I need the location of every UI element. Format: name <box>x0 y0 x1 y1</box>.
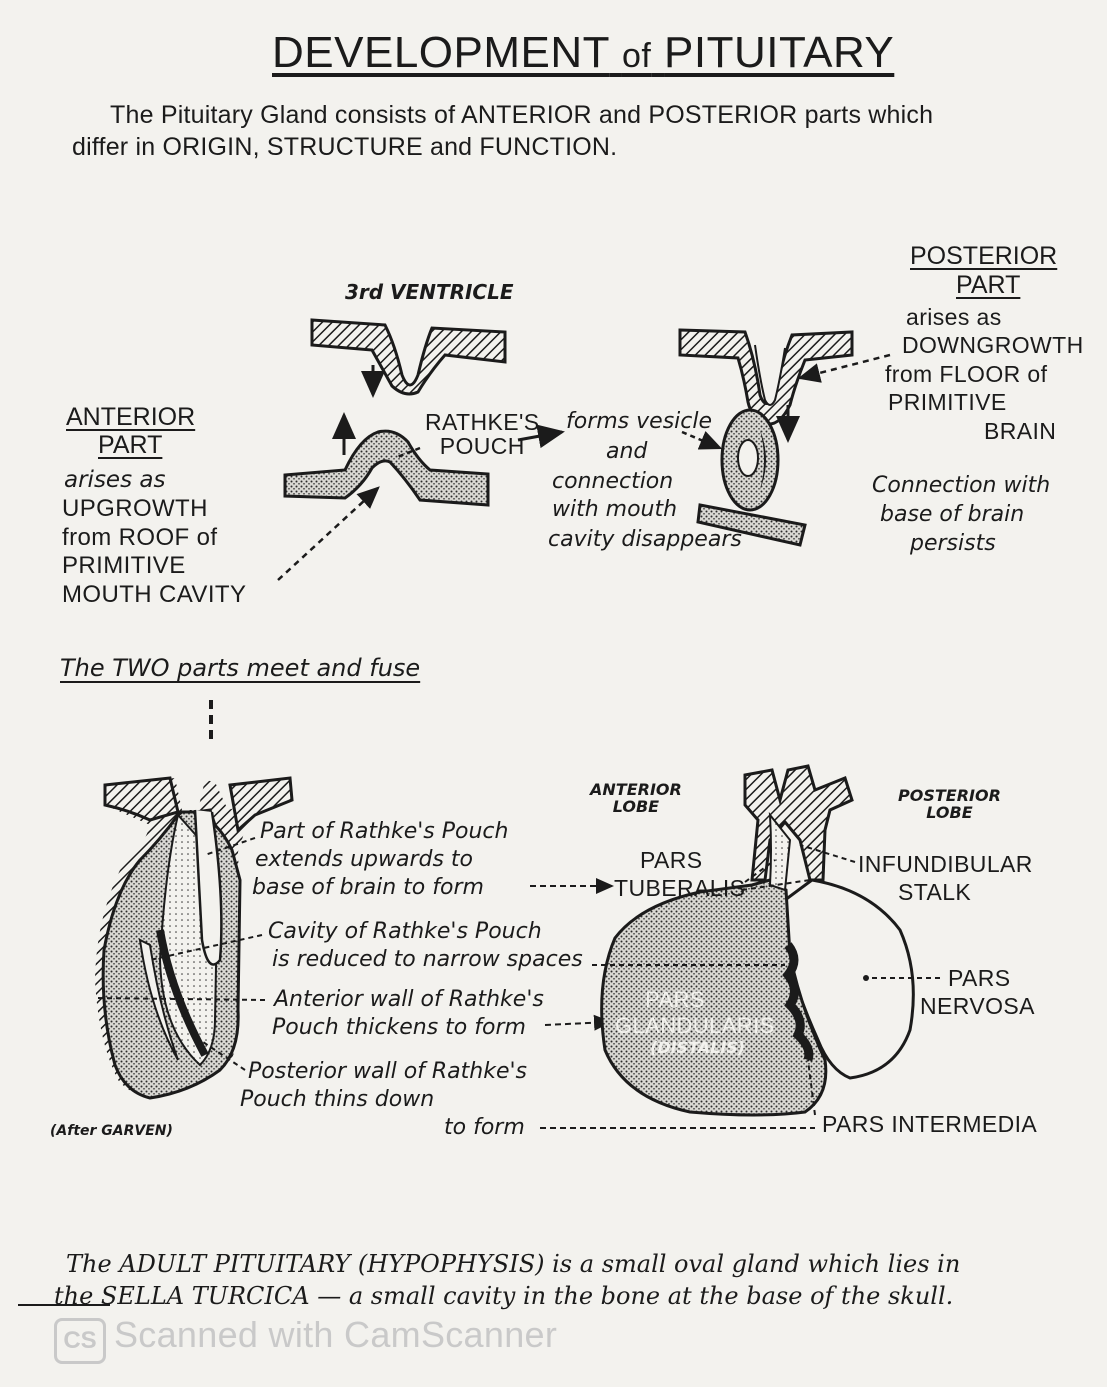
footer-line-2: the SELLA TURCICA — a small cavity in th… <box>54 1284 953 1309</box>
anterior-part-heading-1: ANTERIOR <box>66 404 195 430</box>
bl-label-3-line-1: Anterior wall of Rathke's <box>274 988 544 1011</box>
vesicle <box>722 410 778 510</box>
posterior-part-desc-5: BRAIN <box>984 419 1056 443</box>
posterior-part-note-3: persists <box>910 532 996 555</box>
bl-label-1-line-3: base of brain to form <box>252 876 484 899</box>
infundibular-stalk-line-1: INFUNDIBULAR <box>858 852 1033 876</box>
intro-line-2: differ in ORIGIN, STRUCTURE and FUNCTION… <box>72 134 617 160</box>
rathkes-pouch-line-1: RATHKE'S <box>425 410 540 434</box>
bl-label-4-line-3: to form <box>444 1116 525 1139</box>
anterior-part-heading-2: PART <box>98 432 162 458</box>
posterior-part-note-1: Connection with <box>872 474 1050 497</box>
forms-vesicle-line-1: forms vesicle <box>566 410 712 433</box>
posterior-part-heading-2: PART <box>956 272 1020 298</box>
ventricle-floor-left <box>312 320 505 394</box>
posterior-part-note-2: base of brain <box>880 503 1024 526</box>
footer-line-1: The ADULT PITUITARY (HYPOPHYSIS) is a sm… <box>66 1252 960 1277</box>
infundibular-stalk-line-2: STALK <box>898 880 971 904</box>
pars-tuberalis-line-2: TUBERALIS <box>614 876 745 900</box>
pars-nervosa-line-2: NERVOSA <box>920 994 1035 1018</box>
pars-nervosa-line-1: PARS <box>948 966 1011 990</box>
anterior-part-desc-1: arises as <box>64 468 165 492</box>
anterior-part-desc-4: PRIMITIVE <box>62 553 186 578</box>
posterior-part-desc-2: DOWNGROWTH <box>902 333 1084 357</box>
anterior-part-desc-3: from ROOF of <box>62 525 217 550</box>
camscanner-logo-icon: CS <box>54 1318 106 1364</box>
page-title: DEVELOPMENT of PITUITARY <box>272 30 894 76</box>
bl-label-2-line-2: is reduced to narrow spaces <box>272 948 583 971</box>
bl-label-1-line-1: Part of Rathke's Pouch <box>260 820 508 843</box>
forms-vesicle-line-3: connection <box>552 470 673 493</box>
posterior-part-desc-3: from FLOOR of <box>885 362 1047 386</box>
bl-label-3-line-2: Pouch thickens to form <box>272 1016 526 1039</box>
anterior-part-desc-5: MOUTH CAVITY <box>62 582 246 607</box>
rathkes-pouch-line-2: POUCH <box>425 434 540 458</box>
forms-vesicle-line-4: with mouth <box>552 498 677 521</box>
posterior-lobe-line-2: LOBE <box>898 805 1001 822</box>
pars-glandularis-line-2: GLANDULARIS <box>615 1014 775 1037</box>
camscanner-watermark: Scanned with CamScanner <box>114 1316 557 1354</box>
posterior-part-desc-4: PRIMITIVE <box>888 390 1007 414</box>
title-subject: PITUITARY <box>664 28 894 77</box>
bl-label-4-line-1: Posterior wall of Rathke's <box>248 1060 527 1083</box>
pars-glandularis-line-1: PARS <box>645 988 705 1011</box>
rathkes-pouch-label: RATHKE'S POUCH <box>425 410 540 458</box>
pars-glandularis-line-3: (DISTALIS) <box>650 1040 745 1057</box>
anterior-lobe-label: ANTERIOR LOBE <box>590 782 682 816</box>
pars-tuberalis-line-1: PARS <box>640 848 703 872</box>
posterior-part-desc-1: arises as <box>906 305 1002 329</box>
adult-pituitary <box>602 766 914 1115</box>
posterior-lobe-label: POSTERIOR LOBE <box>898 788 1001 822</box>
anterior-lobe-line-2: LOBE <box>590 799 682 816</box>
ventricle-label: 3rd VENTRICLE <box>345 282 514 303</box>
bl-label-1-line-2: extends upwards to <box>255 848 473 871</box>
forms-vesicle-line-2: and <box>606 440 647 463</box>
title-main: DEVELOPMENT <box>272 28 609 77</box>
title-of: of <box>622 37 651 75</box>
posterior-part-heading-1: POSTERIOR <box>910 243 1057 269</box>
forms-vesicle-line-5: cavity disappears <box>548 528 742 551</box>
anterior-part-desc-2: UPGROWTH <box>62 496 208 521</box>
intro-line-1: The Pituitary Gland consists of ANTERIOR… <box>110 102 933 128</box>
meet-and-fuse-caption: The TWO parts meet and fuse <box>60 656 420 681</box>
bl-label-2-line-1: Cavity of Rathke's Pouch <box>268 920 542 943</box>
bl-label-4-line-2: Pouch thins down <box>240 1088 434 1111</box>
pars-intermedia-label: PARS INTERMEDIA <box>822 1112 1037 1136</box>
credit-after-garven: (After GARVEN) <box>50 1124 173 1139</box>
